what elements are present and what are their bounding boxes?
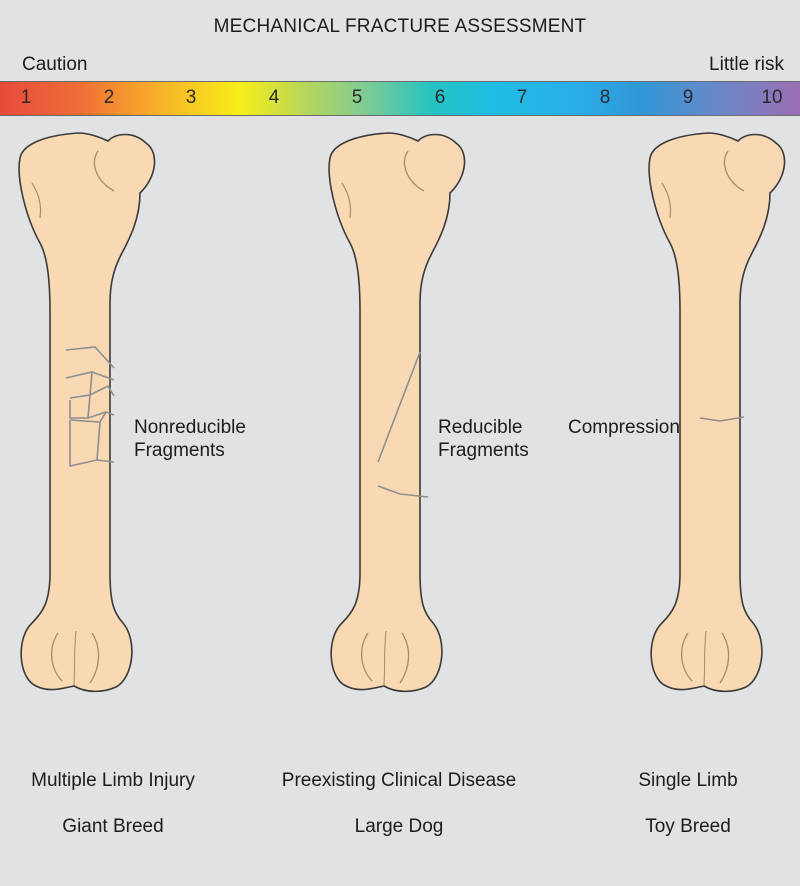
scale-tick-4: 4 bbox=[268, 87, 280, 108]
bone-reducible bbox=[328, 132, 466, 693]
fracture-label-line2: Fragments bbox=[134, 440, 225, 461]
fracture-label-line1: Reducible bbox=[438, 417, 523, 438]
condition-toy-breed: Toy Breed bbox=[645, 816, 731, 837]
oblique-fracture-lines bbox=[377, 351, 429, 498]
condition-preexisting-disease: Preexisting Clinical Disease bbox=[281, 770, 517, 791]
scale-right-label: Little risk bbox=[709, 54, 784, 75]
fracture-label-nonreducible: Nonreducible Fragments bbox=[134, 416, 246, 462]
risk-scale-bar: 1 2 3 4 5 6 7 8 9 10 bbox=[0, 81, 800, 116]
scale-tick-3: 3 bbox=[185, 87, 197, 108]
scale-tick-9: 9 bbox=[682, 87, 694, 108]
bone-compression bbox=[648, 132, 786, 693]
condition-multiple-limb: Multiple Limb Injury bbox=[31, 770, 195, 791]
scale-tick-2: 2 bbox=[103, 87, 115, 108]
scale-tick-8: 8 bbox=[599, 87, 611, 108]
scale-tick-7: 7 bbox=[516, 87, 528, 108]
fracture-label-reducible: Reducible Fragments bbox=[438, 416, 529, 462]
condition-single-limb: Single Limb bbox=[638, 770, 738, 791]
condition-large-dog: Large Dog bbox=[354, 816, 444, 837]
scale-left-label: Caution bbox=[22, 54, 88, 75]
scale-tick-6: 6 bbox=[434, 87, 446, 108]
comminuted-fracture-lines bbox=[65, 346, 115, 467]
fracture-label-line1: Compression bbox=[568, 417, 680, 438]
fracture-label-line1: Nonreducible bbox=[134, 417, 246, 438]
fracture-label-compression: Compression bbox=[568, 416, 680, 439]
diagram-title: MECHANICAL FRACTURE ASSESSMENT bbox=[213, 16, 587, 37]
condition-giant-breed: Giant Breed bbox=[62, 816, 164, 837]
scale-tick-10: 10 bbox=[761, 87, 783, 108]
scale-tick-1: 1 bbox=[20, 87, 32, 108]
fracture-label-line2: Fragments bbox=[438, 440, 529, 461]
bone-nonreducible bbox=[18, 132, 156, 693]
compression-fracture-line bbox=[699, 416, 745, 422]
scale-tick-5: 5 bbox=[351, 87, 363, 108]
